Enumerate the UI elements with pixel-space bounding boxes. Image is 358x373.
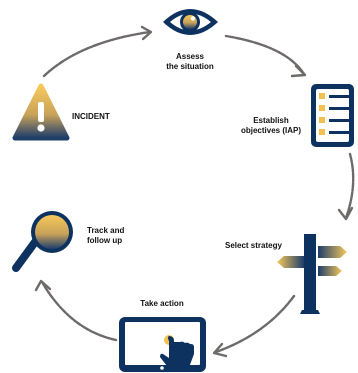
magnifier-icon [12,211,73,272]
step-label-incident: INCIDENT [72,112,110,121]
signpost-icon [277,234,347,314]
arrow-strategy-to-action [214,294,296,354]
arrow-incident-to-assess [42,30,152,78]
arrow-action-to-track [40,280,118,342]
checklist-icon [311,84,354,147]
tablet-touch-icon [119,317,206,372]
arrow-objectives-to-strategy [344,152,355,220]
step-label-assess: Assess the situation [166,52,214,71]
step-label-objectives: Establish objectives (IAP) [240,116,301,135]
step-label-track: Track and follow up [87,226,125,245]
arrow-heads [34,25,354,358]
eye-icon [163,9,218,35]
warning-icon [12,83,70,141]
arrow-assess-to-objectives [224,34,306,76]
step-label-action: Take action [140,299,184,308]
step-label-strategy: Select strategy [225,241,282,250]
